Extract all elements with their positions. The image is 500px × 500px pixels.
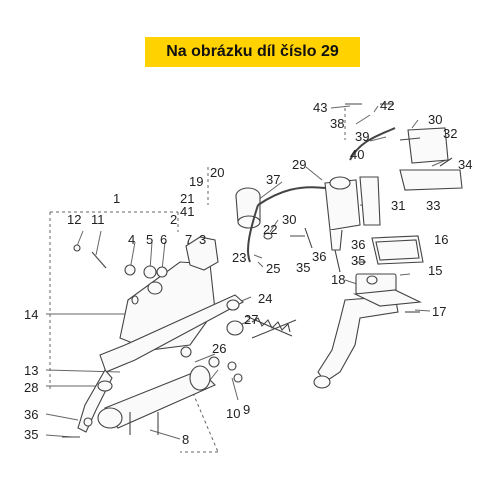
label-part-7: 7 bbox=[185, 232, 192, 247]
label-part-36b: 36 bbox=[312, 249, 326, 264]
label-part-30a: 30 bbox=[282, 212, 296, 227]
label-part-29: 29 bbox=[292, 157, 306, 172]
label-part-20: 20 bbox=[210, 165, 224, 180]
label-part-6: 6 bbox=[160, 232, 167, 247]
label-part-14: 14 bbox=[24, 307, 38, 322]
label-part-23: 23 bbox=[232, 250, 246, 265]
label-part-11: 11 bbox=[91, 212, 105, 227]
label-part-43: 43 bbox=[313, 100, 327, 115]
label-part-22: 22 bbox=[263, 222, 277, 237]
banner-text: Na obrázku díl číslo 29 bbox=[166, 43, 339, 60]
label-part-36c: 36 bbox=[351, 237, 365, 252]
label-part-40: 40 bbox=[350, 147, 364, 162]
label-part-24: 24 bbox=[258, 291, 272, 306]
label-part-17: 17 bbox=[432, 304, 446, 319]
label-part-13: 13 bbox=[24, 363, 38, 378]
label-part-8: 8 bbox=[182, 432, 189, 447]
label-part-36a: 36 bbox=[24, 407, 38, 422]
label-part-1: 1 bbox=[113, 191, 120, 206]
label-part-34: 34 bbox=[458, 157, 472, 172]
label-part-38: 38 bbox=[330, 116, 344, 131]
label-part-12: 12 bbox=[67, 212, 81, 227]
label-part-5: 5 bbox=[146, 232, 153, 247]
label-part-37: 37 bbox=[266, 172, 280, 187]
label-part-18: 18 bbox=[331, 272, 345, 287]
label-part-42: 42 bbox=[380, 98, 394, 113]
label-part-4: 4 bbox=[128, 232, 135, 247]
label-part-19: 19 bbox=[189, 174, 203, 189]
label-part-35a: 35 bbox=[24, 427, 38, 442]
label-part-32: 32 bbox=[443, 126, 457, 141]
label-part-9: 9 bbox=[243, 402, 250, 417]
label-part-31: 31 bbox=[391, 198, 405, 213]
label-part-35c: 35 bbox=[351, 253, 365, 268]
label-part-16: 16 bbox=[434, 232, 448, 247]
part-number-banner: Na obrázku díl číslo 29 bbox=[145, 37, 360, 67]
label-part-33: 33 bbox=[426, 198, 440, 213]
label-part-41: 41 bbox=[180, 204, 194, 219]
label-part-26: 26 bbox=[212, 341, 226, 356]
label-part-27: 27 bbox=[244, 312, 258, 327]
label-part-30b: 30 bbox=[428, 112, 442, 127]
label-part-10: 10 bbox=[226, 406, 240, 421]
label-part-21: 21 bbox=[180, 191, 194, 206]
label-part-2: 2 bbox=[170, 212, 177, 227]
label-part-15: 15 bbox=[428, 263, 442, 278]
label-part-25: 25 bbox=[266, 261, 280, 276]
label-part-39: 39 bbox=[355, 129, 369, 144]
label-part-3: 3 bbox=[199, 232, 206, 247]
label-part-35b: 35 bbox=[296, 260, 310, 275]
label-part-28: 28 bbox=[24, 380, 38, 395]
